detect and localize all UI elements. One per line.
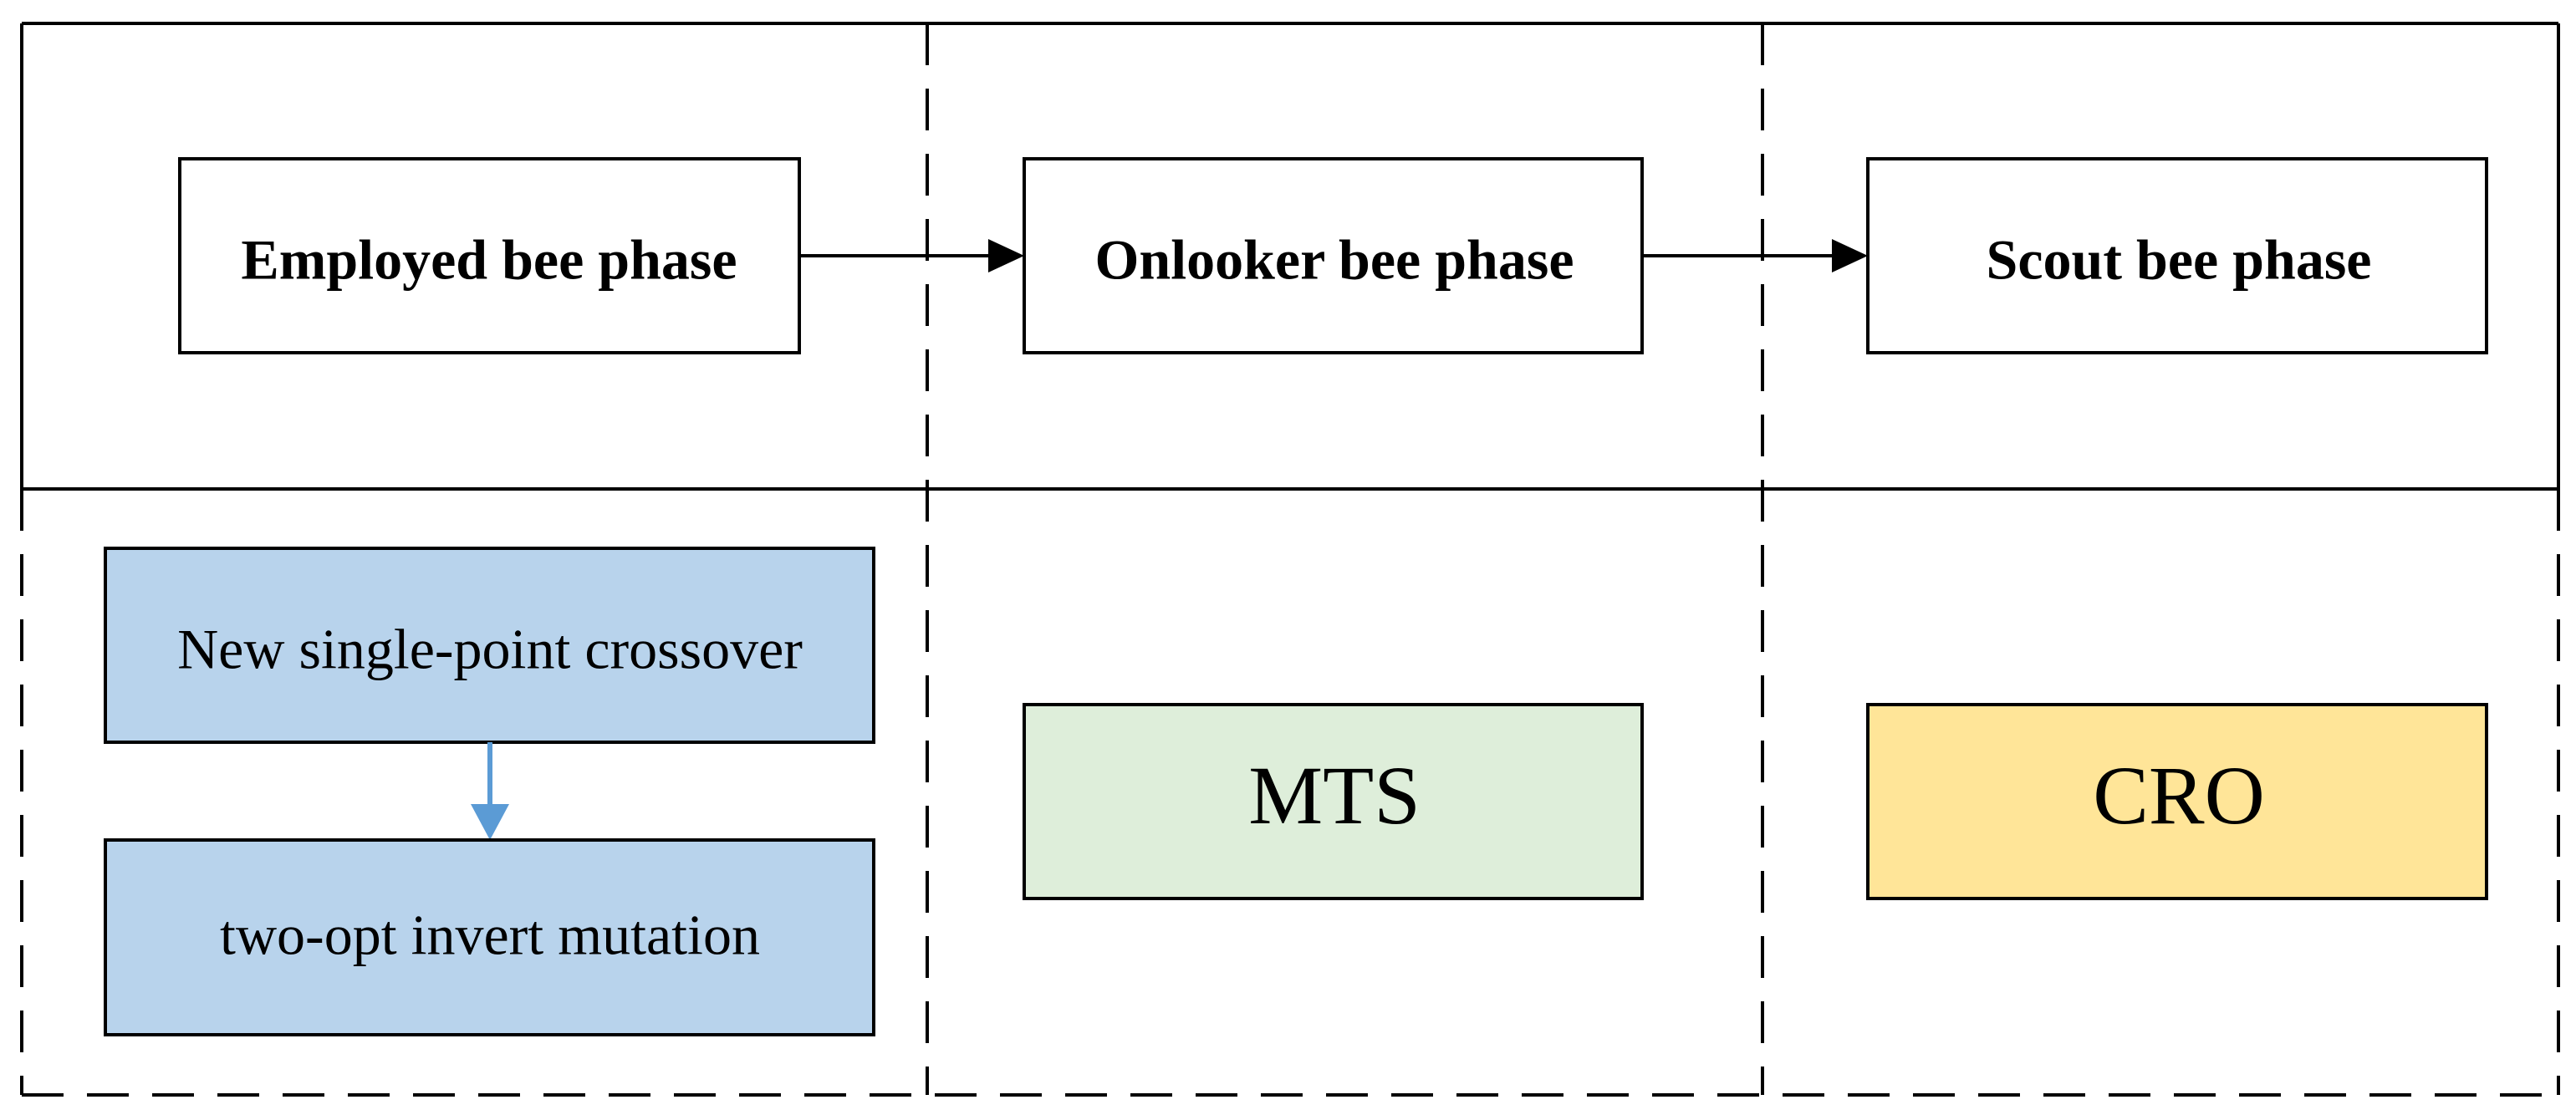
onlooker-bee-phase-box: Onlooker bee phase [1023, 157, 1644, 354]
outer-frame [20, 22, 2560, 1097]
mts-box: MTS [1023, 703, 1644, 900]
mutation-box: two-opt invert mutation [104, 838, 875, 1036]
employed-bee-phase-rect [178, 157, 801, 354]
scout-bee-phase-label: Scout bee phase [1987, 228, 2372, 292]
arrow-onlooker-to-scout [1642, 239, 1868, 272]
cro-box: CRO [1866, 703, 2488, 900]
arrow-employed-to-onlooker [799, 239, 1024, 272]
mutation-label: two-opt invert mutation [220, 904, 760, 967]
crossover-to-mutation-head [471, 804, 509, 840]
crossover-to-mutation-arrow [471, 742, 509, 840]
arrow-onlooker-to-scout-head [1832, 239, 1868, 272]
crossover-box: New single-point crossover [104, 547, 875, 744]
cro-rect [1866, 703, 2488, 900]
crossover-label: New single-point crossover [177, 618, 803, 681]
scout-bee-phase-box: Scout bee phase [1866, 157, 2488, 354]
onlooker-bee-phase-label: Onlooker bee phase [1094, 228, 1574, 292]
employed-bee-phase-label: Employed bee phase [241, 228, 737, 292]
cro-label: CRO [2093, 749, 2265, 842]
mts-label: MTS [1248, 749, 1421, 842]
mutation-rect [104, 838, 875, 1036]
crossover-rect [104, 547, 875, 744]
mts-rect [1023, 703, 1644, 900]
arrow-employed-to-onlooker-head [988, 239, 1024, 272]
employed-bee-phase-box: Employed bee phase [178, 157, 801, 354]
